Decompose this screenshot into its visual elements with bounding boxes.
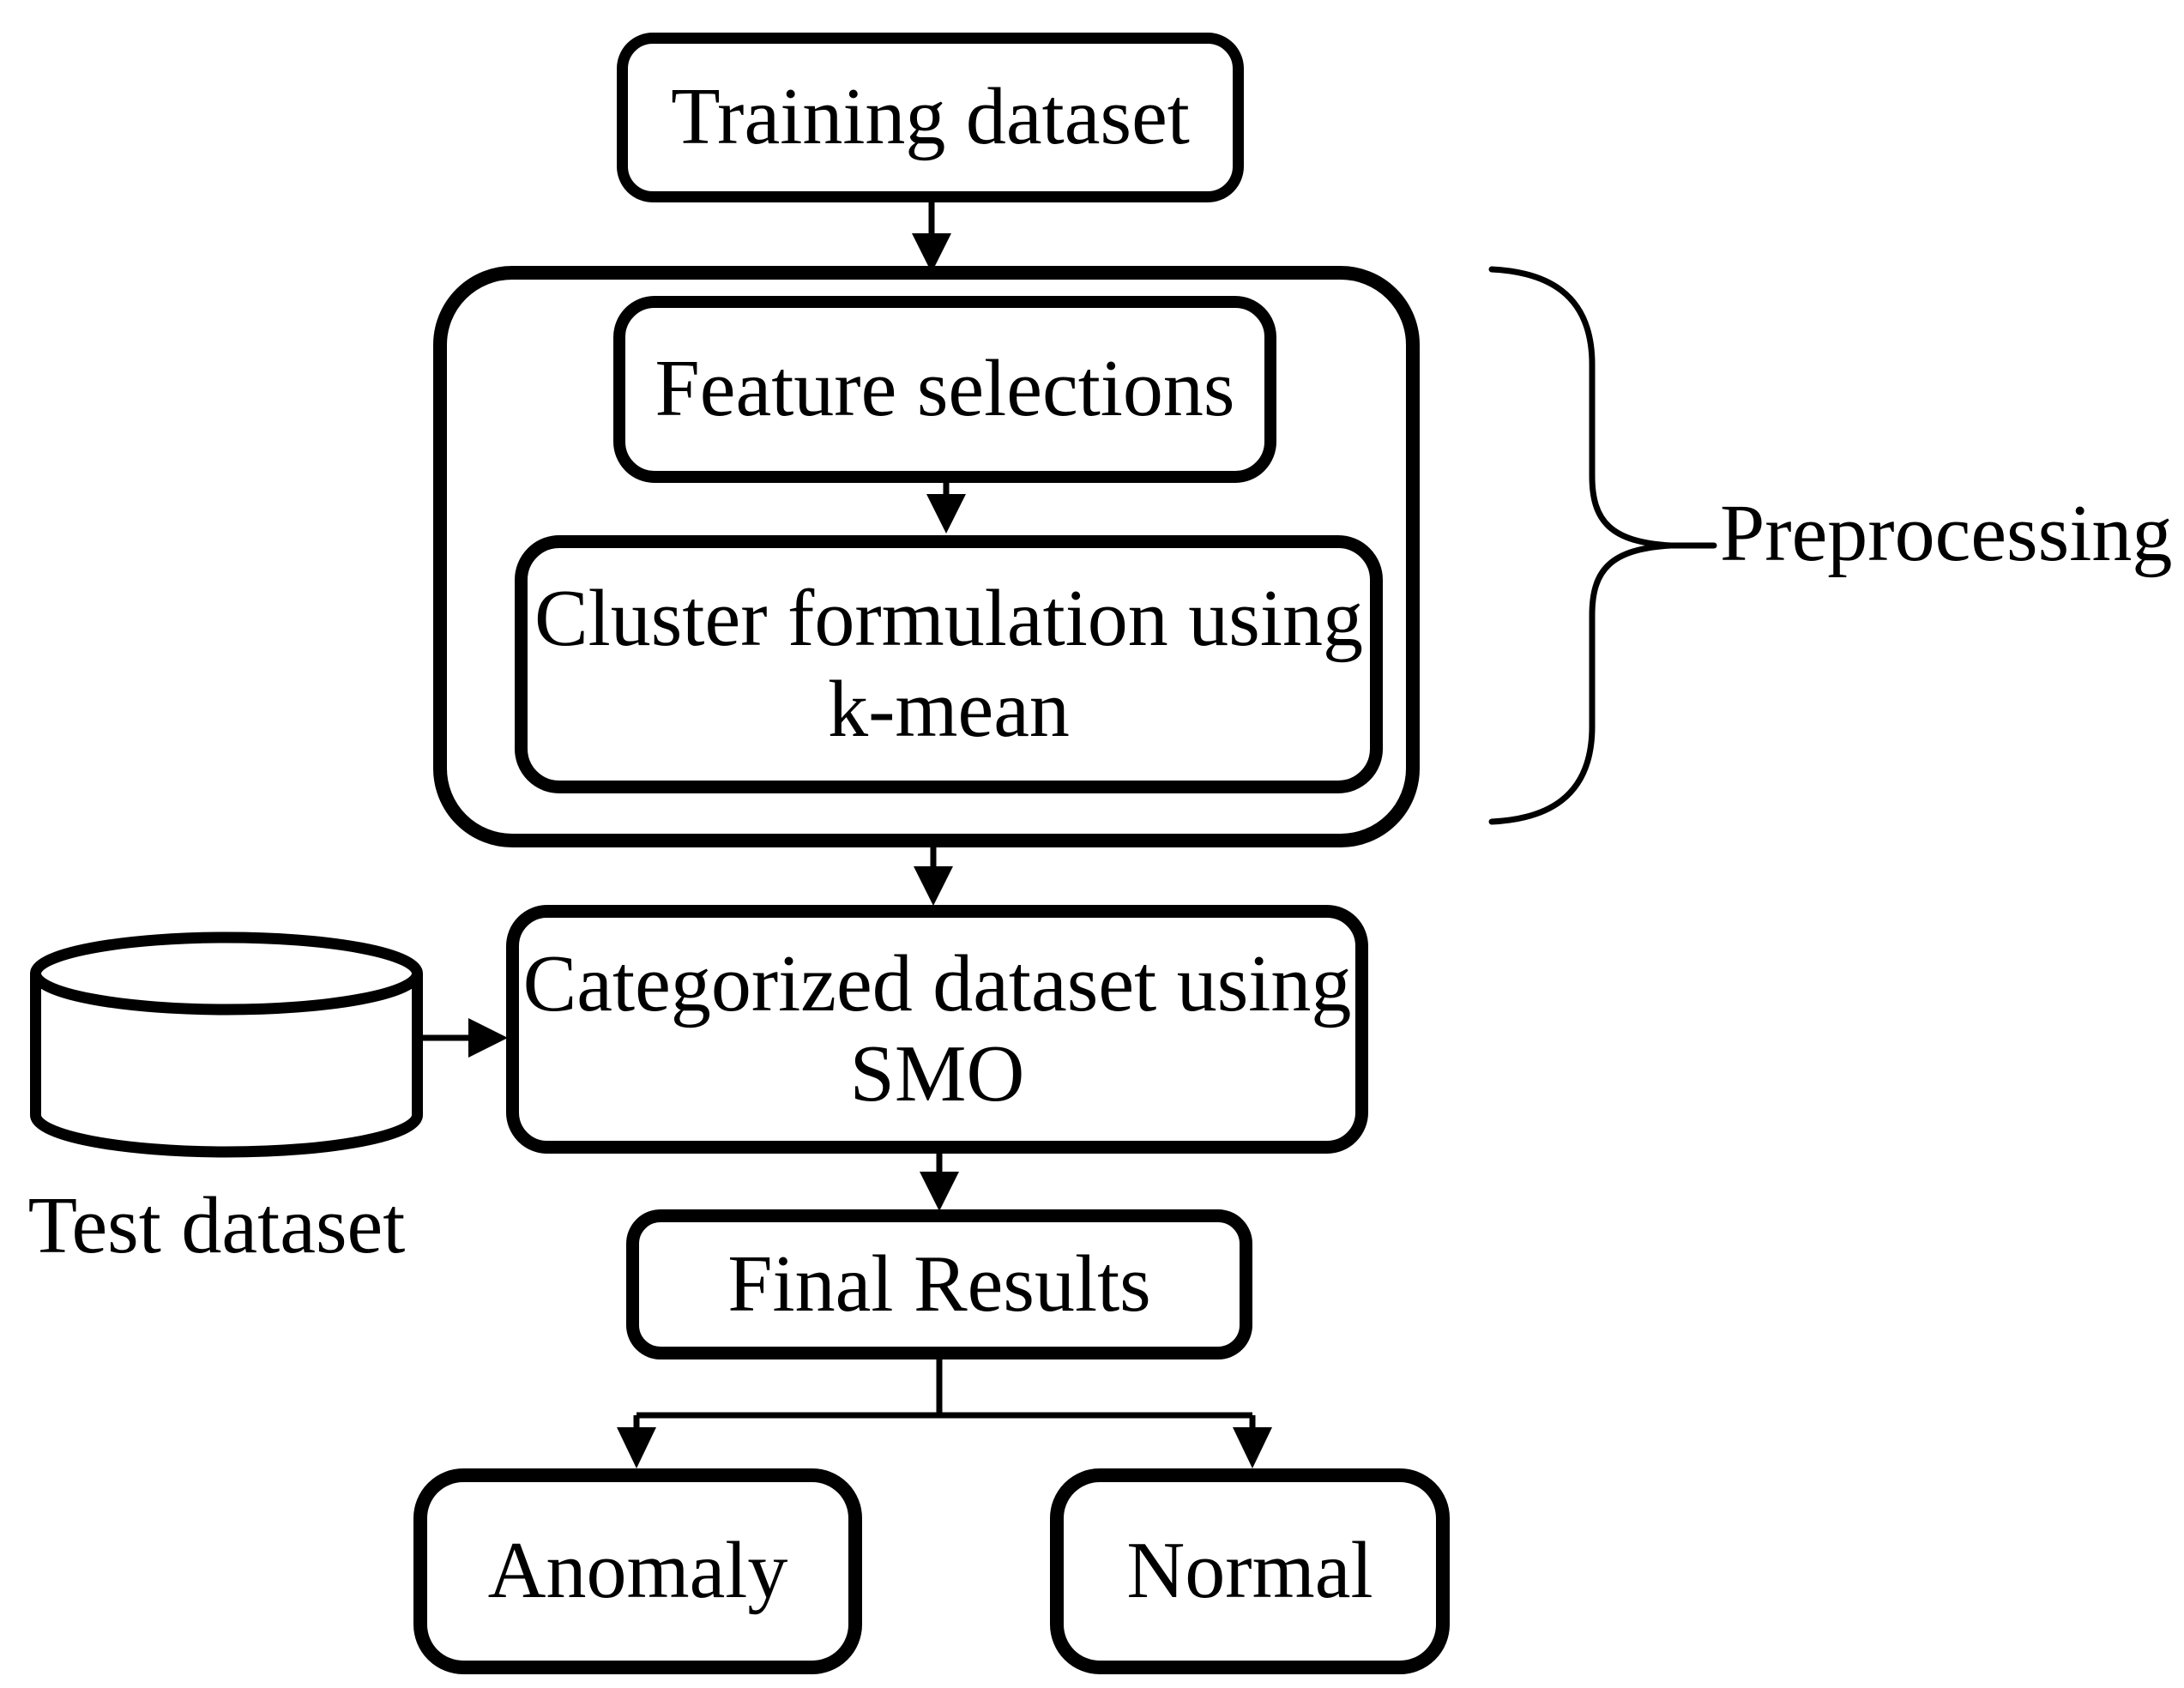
- node-feature-selections-label: Feature selections: [655, 344, 1235, 434]
- node-normal: Normal: [1050, 1468, 1450, 1674]
- node-training-dataset-label: Training dataset: [671, 72, 1190, 162]
- node-cluster-formulation: Cluster formulation using k-mean: [515, 535, 1383, 793]
- node-anomaly: Anomaly: [413, 1468, 862, 1674]
- test-dataset-label: Test dataset: [27, 1181, 406, 1270]
- node-categorized-smo-line2: SMO: [849, 1029, 1025, 1118]
- arrowhead-down-icon: [1233, 1427, 1272, 1468]
- node-categorized-smo-line1: Categorized dataset using: [522, 938, 1352, 1028]
- node-final-results: Final Results: [626, 1209, 1252, 1359]
- node-normal-label: Normal: [1126, 1526, 1373, 1616]
- node-categorized-smo: Categorized dataset using SMO: [506, 905, 1368, 1154]
- node-training-dataset: Training dataset: [617, 33, 1244, 202]
- arrowhead-right-icon: [468, 1018, 508, 1058]
- preprocessing-group: [433, 266, 1420, 847]
- node-anomaly-label: Anomaly: [487, 1526, 788, 1616]
- node-cluster-formulation-line1: Cluster formulation using: [534, 574, 1364, 664]
- node-feature-selections: Feature selections: [613, 296, 1276, 483]
- branch-connector: [633, 1359, 1256, 1429]
- preprocessing-label: Preprocessing: [1720, 489, 2173, 578]
- arrowhead-down-icon: [926, 494, 966, 534]
- arrowhead-down-icon: [920, 1172, 959, 1211]
- arrowhead-down-icon: [914, 866, 953, 906]
- database-cylinder-icon: [30, 931, 423, 1158]
- arrowhead-down-icon: [617, 1427, 656, 1468]
- curly-brace-icon: [1488, 266, 1717, 825]
- node-final-results-label: Final Results: [727, 1239, 1151, 1329]
- node-cluster-formulation-line2: k-mean: [828, 664, 1070, 754]
- arrowhead-down-icon: [912, 233, 951, 273]
